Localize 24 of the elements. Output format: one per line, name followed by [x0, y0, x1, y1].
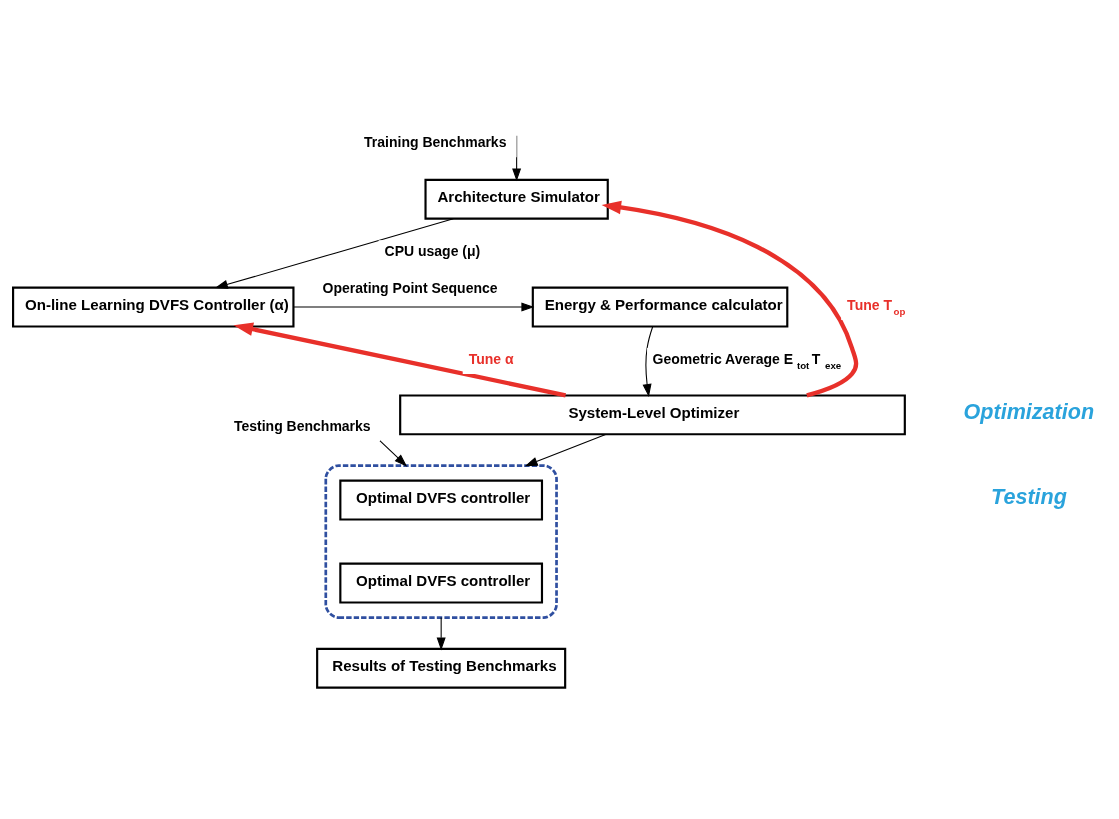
edge-label: Testing Benchmarks: [233, 417, 371, 434]
node-box: Optimal DVFS controller: [339, 479, 544, 521]
arrow: [436, 617, 446, 651]
arrow: [214, 218, 454, 289]
edge-label: CPU usage (μ): [384, 242, 481, 259]
arrow: [233, 322, 567, 398]
arrow: [524, 433, 607, 467]
cluster: [324, 464, 558, 619]
label: Optimization: [963, 399, 1095, 425]
edge-label: Geometric Average E$_{tot}$ T$_{exe}$: [652, 350, 842, 372]
arrow: [642, 325, 654, 397]
node-box: System-Level Optimizer: [399, 394, 906, 436]
node-box: Energy & Performance calculator: [531, 286, 789, 328]
arrow: [293, 302, 535, 312]
edge-label: Training Benchmarks: [364, 133, 507, 150]
node-box: Results of Testing Benchmarks: [316, 647, 567, 689]
node-box: Optimal DVFS controller: [339, 562, 544, 604]
node-box: Architecture Simulator: [424, 178, 609, 220]
edge-label: Operating Point Sequence: [322, 280, 498, 297]
label: Testing: [991, 484, 1067, 510]
node-box: On-line Learning DVFS Controller (α): [12, 286, 295, 328]
edge-label: Tune α: [468, 350, 514, 367]
edge-label: Tune T$_{op}$: [847, 296, 906, 318]
arrow: [601, 200, 859, 398]
